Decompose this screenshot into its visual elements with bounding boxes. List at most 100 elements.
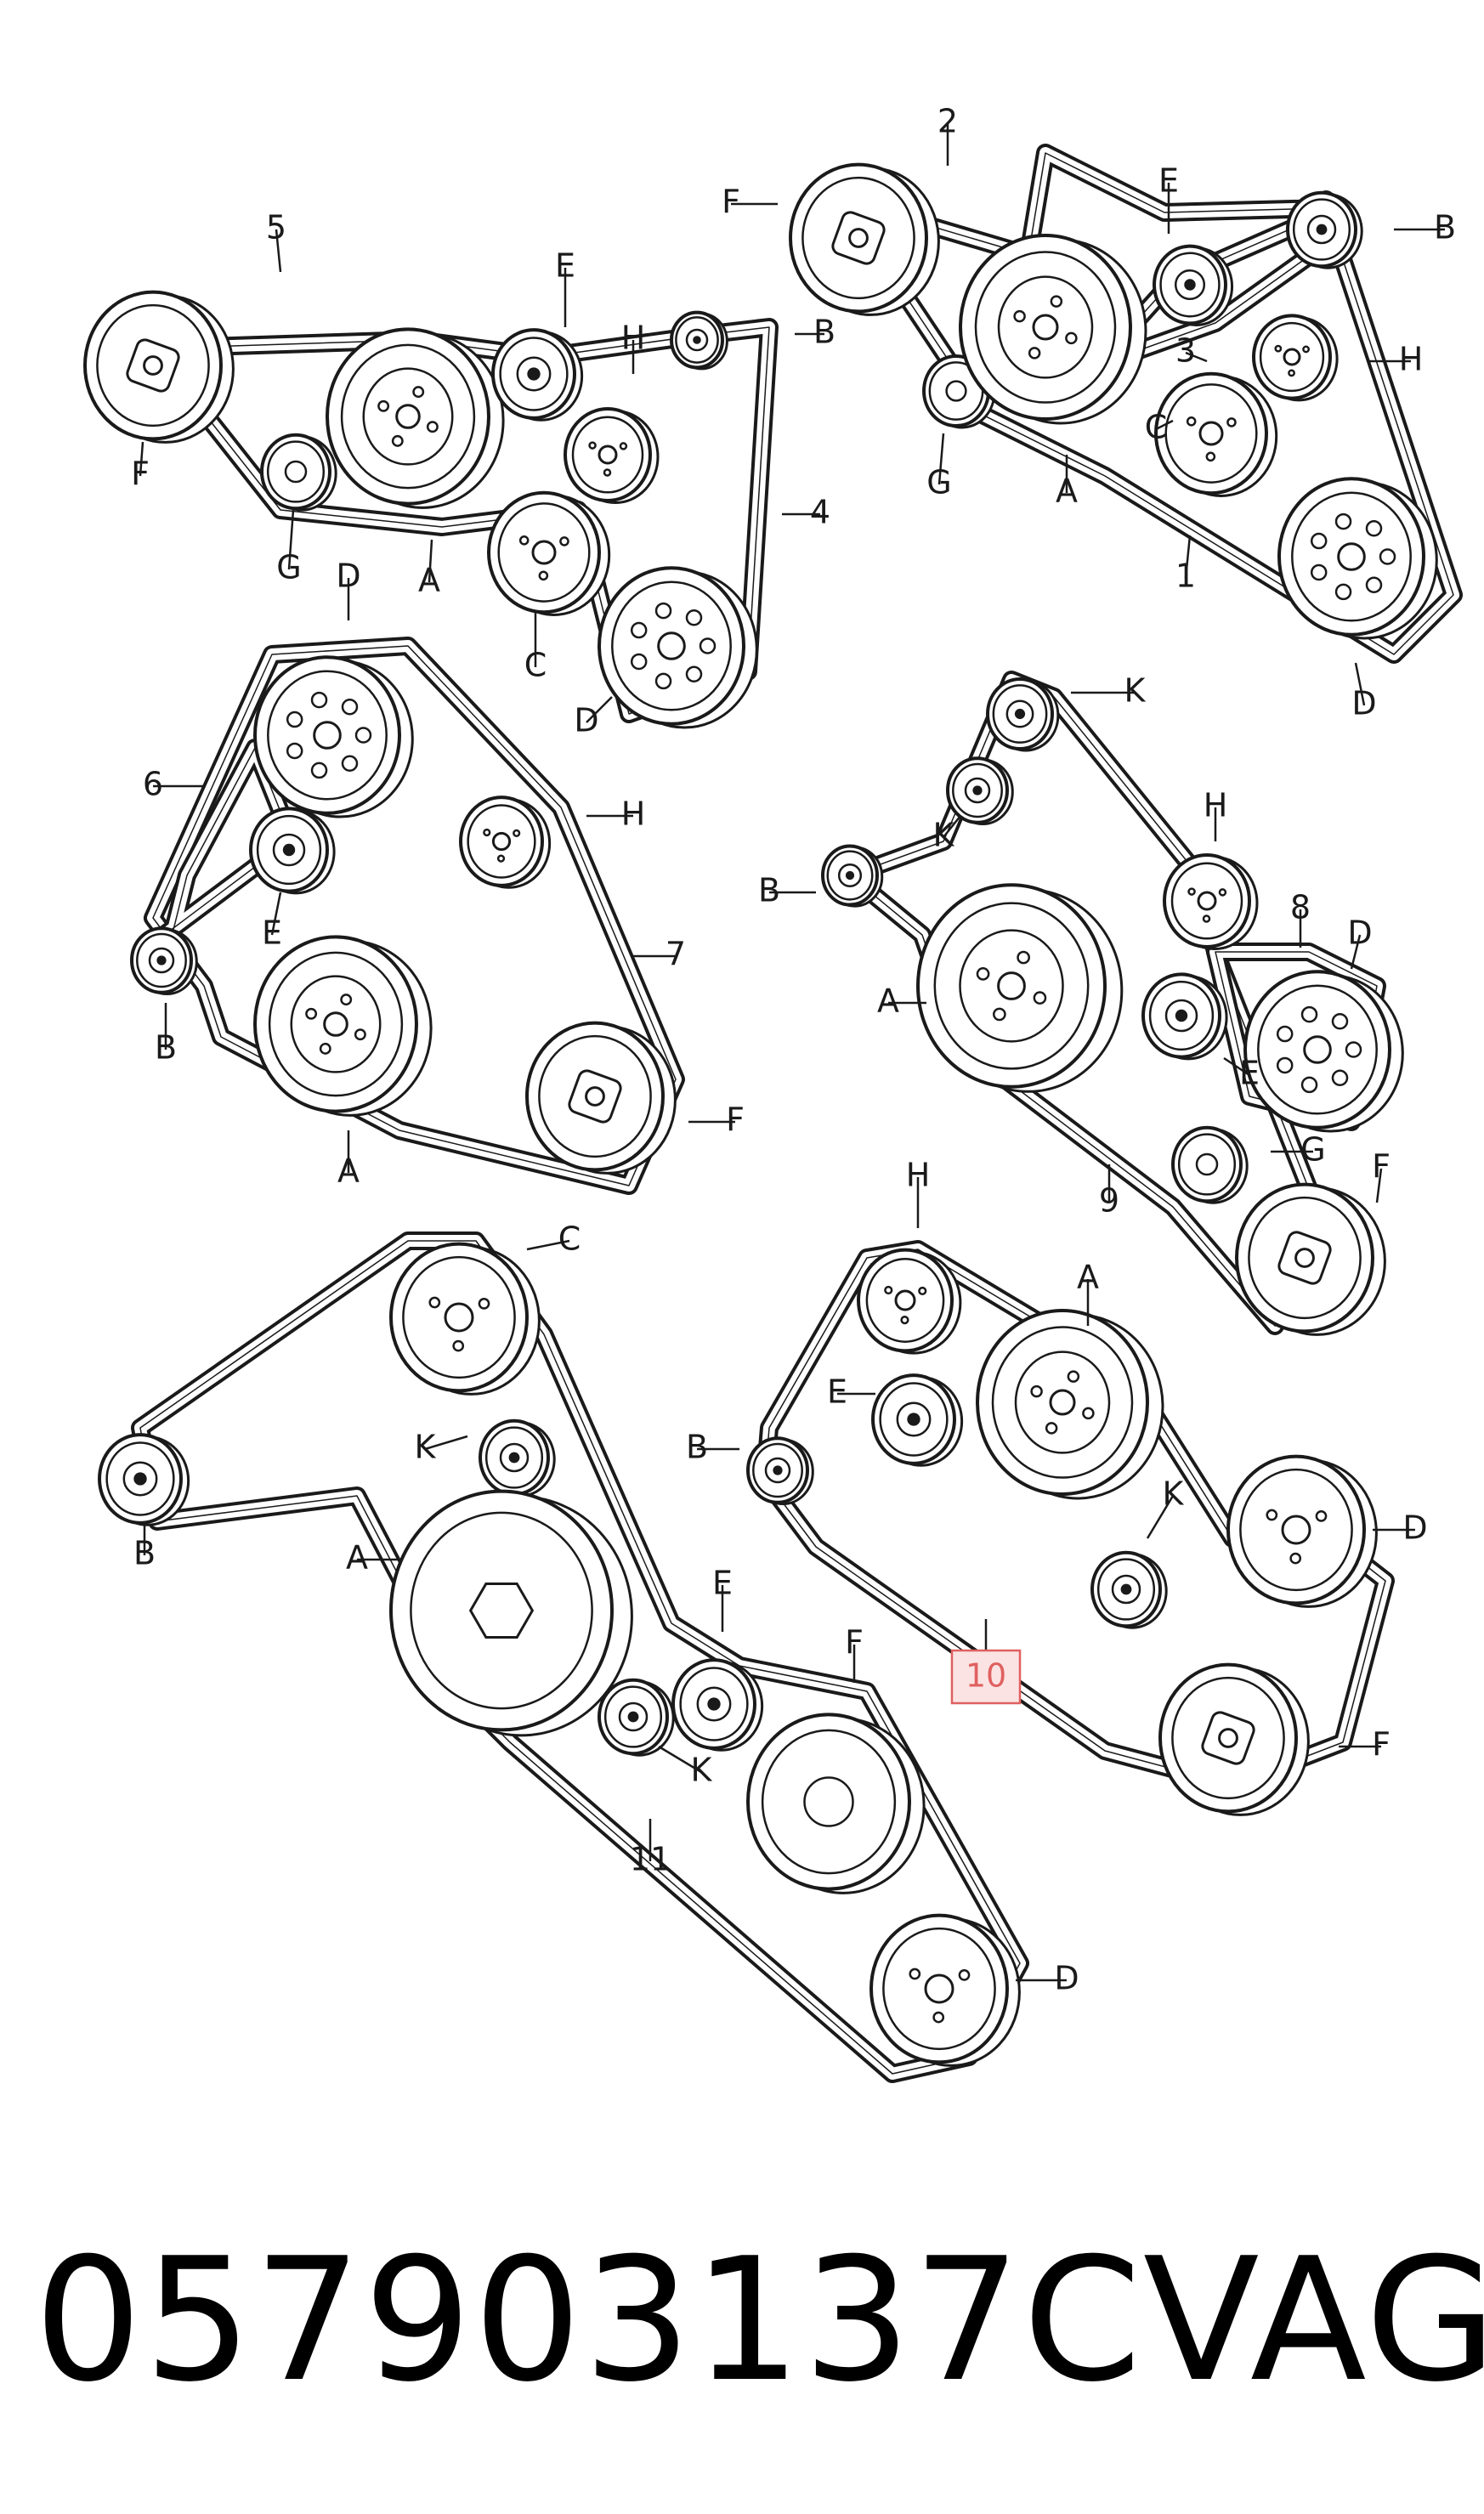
label-k-top-11-leader [424,1435,468,1451]
callout-10-box [950,1649,1022,1705]
pulley-e-diagram-9 [1141,972,1228,1061]
pulley-b-diagram-6 [130,926,198,996]
pulley-k-top-diagram-9 [986,677,1060,752]
pulley-d-diagram-5 [598,566,758,729]
label-f-10: F [1372,1726,1391,1764]
label-c-11-leader [526,1239,570,1251]
pulley-k-diagram-9 [946,756,1014,826]
callout-2: 2 [937,103,958,140]
pulley-f-diagram-6 [525,1021,677,1175]
pulley-c-diagram-11 [389,1242,541,1396]
label-c-5: C [524,647,547,684]
label-h-1: H [1399,341,1424,378]
pulley-c-diagram-1 [1154,371,1278,497]
label-e-6: E [262,914,282,952]
label-k-10-leader [1146,1495,1175,1539]
label-d-11: D [1054,1960,1079,1997]
label-f-5-leader [139,441,144,477]
pulley-g-diagram-9 [1171,1125,1249,1204]
label-d-1-leader [1354,662,1366,706]
label-k-9-leader [943,815,961,838]
label-e-9: E [1239,1055,1260,1092]
label-f-5: F [131,456,150,493]
label-a-5: A [418,562,440,599]
pulley-b-diagram-5 [670,310,728,371]
label-e-5: E [555,247,575,285]
callout-8: 8 [1290,889,1311,926]
pulley-e-diagram-1 [1153,244,1234,326]
label-b-6: B [155,1029,177,1067]
label-a-6: A [337,1152,360,1190]
label-a-1: A [1056,473,1078,510]
callout-10: 10 [966,1657,1006,1695]
label-e-10: E [827,1373,847,1411]
pulley-d-diagram-9 [1243,970,1404,1133]
label-d-9-leader [1350,934,1362,970]
footer: 057903137C VAG [0,2142,1484,2499]
pulley-a-diagram-5 [326,327,505,509]
pulley-f-diagram-1 [789,162,940,316]
pulley-h-diagram-10 [857,1248,962,1355]
callout-9: 9 [1099,1182,1119,1220]
label-a-10: A [1077,1259,1099,1296]
label-c-1-leader [1155,419,1174,431]
pulley-b-diagram-11 [98,1433,190,1526]
label-b-10: B [686,1429,708,1466]
pulley-d-diagram-10 [1226,1454,1378,1608]
label-b-11: B [133,1535,156,1572]
label-f-11: F [845,1624,864,1662]
pulley-c-diagram-5 [487,490,611,616]
pulley-k-diagram-11 [598,1678,675,1757]
pulley-e-diagram-6 [249,807,336,895]
label-h-9: H [1204,787,1228,824]
callout-1-leader [1184,535,1192,579]
label-c-1: C [1145,409,1168,446]
callout-1: 1 [1175,558,1196,595]
pulley-h-diagram-9 [1163,853,1259,950]
label-e-6-leader [270,892,282,936]
label-d-6: D [336,558,360,595]
label-a-11: A [346,1539,368,1577]
label-f-9: F [1372,1148,1391,1186]
pulley-d-diagram-6 [253,655,414,818]
label-f-1: F [722,184,740,221]
callout-5: 5 [266,209,286,246]
label-k-10: K [1163,1475,1185,1513]
label-e-9-leader [1223,1056,1250,1077]
brand-name: VAG [1142,2221,1484,2420]
pulley-f-diagram-9 [1235,1182,1386,1336]
pulley-f-diagram-10 [1158,1662,1310,1816]
label-b-9: B [758,872,780,909]
pulley-h-diagram-1 [1252,314,1339,402]
label-h-6: H [621,796,646,833]
label-d-10: D [1402,1509,1427,1547]
pulley-f-diagram-5 [83,290,235,444]
pulley-a-diagram-1 [959,234,1147,425]
label-k-11: K [691,1752,713,1789]
label-h-5: H [621,320,646,357]
pulley-k-top-diagram-11 [479,1418,556,1498]
callout-4: 4 [810,494,830,531]
callout-3: 3 [1175,332,1196,370]
label-k-9: K [933,817,955,854]
label-g-9: G [1300,1131,1325,1169]
label-g-1-leader [937,433,945,485]
pulley-h-diagram-5 [564,407,660,504]
pulley-a-diagram-10 [976,1309,1164,1500]
label-a-5-leader [428,539,433,583]
label-g-5-leader [287,509,295,570]
callout-5-leader [275,229,282,273]
pulley-b-diagram-9 [821,844,884,908]
label-c-11: C [558,1220,581,1258]
pulley-b-diagram-1 [1286,190,1363,269]
pulley-a-diagram-11 [389,1489,633,1737]
callout-3-leader [1185,351,1208,363]
part-number: 057903137C [34,2221,1143,2420]
pulley-f-diagram-11 [746,1713,926,1894]
label-k-top-11: K [415,1429,437,1466]
label-h-10: H [906,1157,931,1194]
pulley-a-diagram-9 [916,883,1124,1093]
label-d-1: D [1351,685,1376,722]
label-b-5: B [813,314,835,351]
